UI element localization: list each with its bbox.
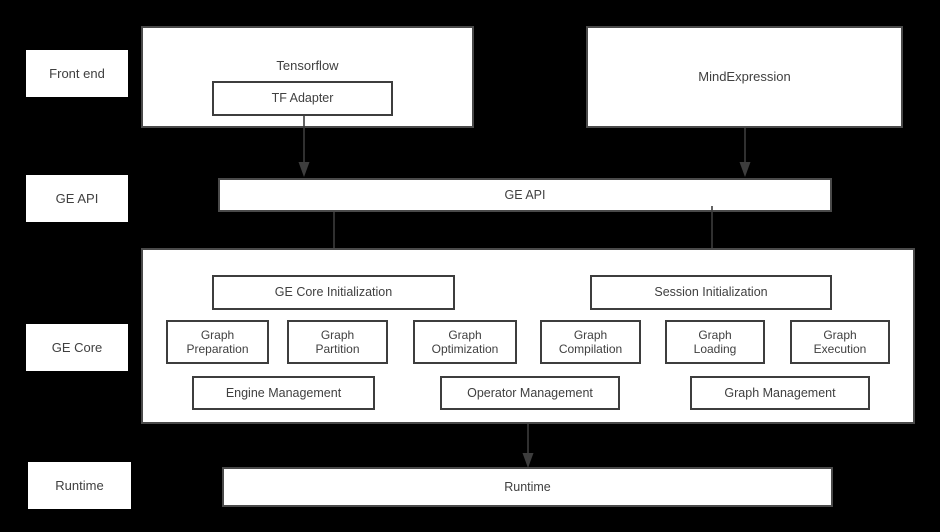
module-box-graph-partition[interactable]: Graph Partition: [287, 320, 388, 364]
module-line2: Partition: [315, 342, 360, 356]
layer-label-front-end: Front end: [26, 50, 128, 97]
connector-mindexpression-to-ge-api: [737, 128, 753, 178]
module-line2: Loading: [693, 342, 737, 356]
layer-label-ge-core-text: GE Core: [51, 339, 103, 355]
module-box-graph-optimization[interactable]: Graph Optimization: [413, 320, 517, 364]
runtime-bar[interactable]: Runtime: [222, 467, 833, 507]
layer-label-ge-api-text: GE API: [55, 190, 99, 206]
ge-api-bar[interactable]: GE API: [218, 178, 832, 212]
session-initialization-label: Session Initialization: [654, 285, 768, 299]
layer-label-runtime: Runtime: [28, 462, 131, 509]
module-line1: Graph: [200, 327, 235, 342]
layer-label-ge-api: GE API: [26, 175, 128, 222]
runtime-bar-label: Runtime: [504, 479, 551, 494]
connector-ge-core-to-runtime: [520, 424, 536, 469]
ge-api-bar-label: GE API: [504, 187, 546, 202]
module-line2: Compilation: [558, 342, 623, 356]
management-box-graph[interactable]: Graph Management: [690, 376, 870, 410]
module-line1: Graph: [320, 327, 355, 342]
module-line2: Preparation: [186, 342, 249, 356]
layer-label-runtime-text: Runtime: [55, 477, 104, 493]
module-box-graph-compilation[interactable]: Graph Compilation: [540, 320, 641, 364]
layer-label-front-end-text: Front end: [49, 65, 105, 81]
tf-adapter-label: TF Adapter: [271, 91, 334, 105]
ge-core-initialization-box[interactable]: GE Core Initialization: [212, 275, 455, 310]
module-line1: Graph: [823, 327, 857, 342]
management-box-operator[interactable]: Operator Management: [440, 376, 620, 410]
tensorflow-label: Tensorflow: [276, 58, 339, 73]
connector-tf-adapter-to-ge-api: [296, 116, 312, 178]
module-line2: Execution: [813, 342, 867, 356]
management-label: Graph Management: [724, 385, 836, 400]
layer-label-ge-core: GE Core: [26, 324, 128, 371]
module-box-graph-preparation[interactable]: Graph Preparation: [166, 320, 269, 364]
management-box-engine[interactable]: Engine Management: [192, 376, 375, 410]
module-box-graph-loading[interactable]: Graph Loading: [665, 320, 765, 364]
management-label: Engine Management: [225, 385, 342, 400]
module-line2: Optimization: [431, 342, 499, 356]
ge-core-initialization-label: GE Core Initialization: [274, 285, 393, 299]
session-initialization-box[interactable]: Session Initialization: [590, 275, 832, 310]
module-line1: Graph: [448, 327, 482, 342]
mindexpression-label: MindExpression: [698, 69, 791, 85]
module-line1: Graph: [698, 327, 732, 342]
tf-adapter-box[interactable]: TF Adapter: [212, 81, 393, 116]
module-box-graph-execution[interactable]: Graph Execution: [790, 320, 890, 364]
mindexpression-box[interactable]: MindExpression: [586, 26, 903, 128]
management-label: Operator Management: [467, 385, 593, 400]
module-line1: Graph: [573, 327, 608, 342]
